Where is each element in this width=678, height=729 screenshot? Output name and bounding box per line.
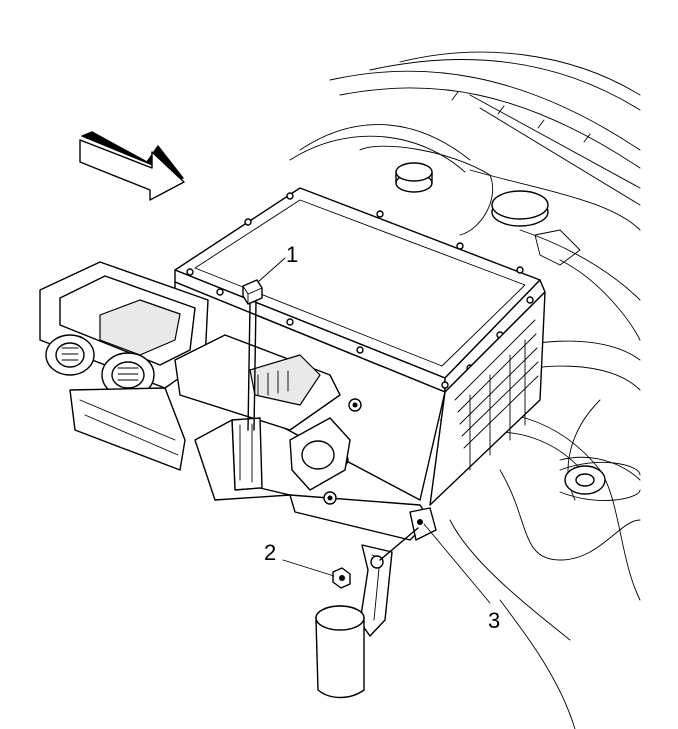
callout-leaders bbox=[257, 257, 491, 604]
ground-strap-part-3 bbox=[315, 507, 437, 699]
bolt-part-1 bbox=[242, 279, 263, 431]
callout-3: 3 bbox=[488, 608, 500, 633]
callout-1: 1 bbox=[286, 242, 298, 267]
nut-part-2 bbox=[332, 567, 351, 589]
front-direction-arrow bbox=[79, 131, 185, 201]
high-voltage-connector-housing bbox=[39, 261, 209, 471]
callout-2: 2 bbox=[264, 540, 276, 565]
center-connector-bracket bbox=[174, 334, 351, 501]
